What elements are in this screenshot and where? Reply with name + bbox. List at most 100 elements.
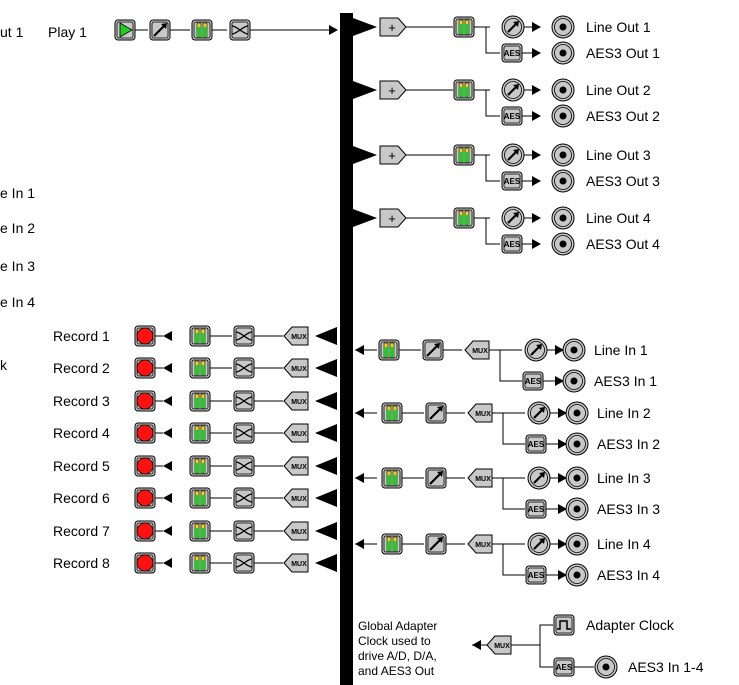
aes-port-icon[interactable]: AES [525, 565, 547, 585]
mux-icon[interactable]: MUX [486, 635, 512, 655]
mux-icon[interactable]: MUX [283, 521, 309, 541]
mux-icon[interactable]: MUX [464, 340, 490, 360]
aes-port-icon[interactable]: AES [501, 43, 523, 63]
play-icon[interactable] [114, 19, 136, 41]
mux-icon[interactable]: MUX [283, 423, 309, 443]
level-meter-icon[interactable] [189, 357, 211, 379]
record-icon[interactable] [134, 552, 156, 574]
level-meter-icon[interactable] [381, 402, 403, 424]
mux-icon[interactable]: MUX [467, 468, 493, 488]
mixer-plus-icon[interactable]: + [379, 145, 407, 165]
crossfade-icon[interactable] [233, 520, 255, 542]
level-meter-icon[interactable] [453, 144, 475, 166]
arrow-right-icon [532, 85, 541, 95]
mux-icon[interactable]: MUX [283, 456, 309, 476]
aes-port-icon[interactable]: AES [501, 106, 523, 126]
mux-icon[interactable]: MUX [467, 403, 493, 423]
audio-port-icon[interactable] [551, 143, 575, 167]
level-meter-icon[interactable] [453, 16, 475, 38]
crossfade-icon[interactable] [233, 390, 255, 412]
level-meter-icon[interactable] [189, 552, 211, 574]
aes-port-icon[interactable]: AES [501, 171, 523, 191]
mux-icon[interactable]: MUX [283, 488, 309, 508]
volume-knob-icon[interactable] [501, 15, 525, 39]
level-meter-icon[interactable] [453, 79, 475, 101]
volume-knob-icon[interactable] [425, 402, 447, 424]
level-meter-icon[interactable] [453, 207, 475, 229]
crossfade-icon[interactable] [233, 455, 255, 477]
audio-port-icon[interactable] [551, 169, 575, 193]
audio-port-icon[interactable] [551, 41, 575, 65]
arrow-right-icon [555, 345, 564, 355]
arrow-right-icon [532, 111, 541, 121]
audio-port-icon[interactable] [565, 401, 589, 425]
aes-port-icon[interactable]: AES [525, 499, 547, 519]
level-meter-icon[interactable] [378, 339, 400, 361]
record-icon[interactable] [134, 487, 156, 509]
volume-knob-icon[interactable] [524, 338, 548, 362]
audio-port-icon[interactable] [551, 78, 575, 102]
cut-label: e In 4 [0, 294, 35, 310]
arrow-right-icon [558, 504, 567, 514]
crossfade-icon[interactable] [233, 357, 255, 379]
mux-icon[interactable]: MUX [283, 553, 309, 573]
volume-knob-icon[interactable] [527, 401, 551, 425]
level-meter-icon[interactable] [189, 487, 211, 509]
audio-port-icon[interactable] [565, 563, 589, 587]
volume-knob-icon[interactable] [422, 339, 444, 361]
audio-port-icon[interactable] [562, 369, 586, 393]
aes-port-icon[interactable]: AES [525, 434, 547, 454]
volume-knob-icon[interactable] [425, 533, 447, 555]
volume-knob-icon[interactable] [149, 19, 171, 41]
audio-port-icon[interactable] [594, 655, 618, 679]
aes-port-icon[interactable]: AES [501, 234, 523, 254]
aes-port-icon[interactable]: AES [522, 371, 544, 391]
crossfade-icon[interactable] [233, 552, 255, 574]
clock-square-wave-icon[interactable] [553, 614, 575, 636]
audio-port-icon[interactable] [565, 466, 589, 490]
volume-knob-icon[interactable] [425, 467, 447, 489]
audio-port-icon[interactable] [551, 232, 575, 256]
level-meter-icon[interactable] [381, 533, 403, 555]
level-meter-icon[interactable] [189, 520, 211, 542]
mixer-plus-icon[interactable]: + [379, 80, 407, 100]
audio-port-icon[interactable] [551, 15, 575, 39]
record-icon[interactable] [134, 325, 156, 347]
record-icon[interactable] [134, 390, 156, 412]
volume-knob-icon[interactable] [501, 143, 525, 167]
volume-knob-icon[interactable] [527, 466, 551, 490]
volume-knob-icon[interactable] [501, 206, 525, 230]
crossfade-icon[interactable] [229, 19, 251, 41]
level-meter-icon[interactable] [191, 19, 213, 41]
line-out-label: Line Out 3 [586, 147, 651, 163]
level-meter-icon[interactable] [189, 455, 211, 477]
crossfade-icon[interactable] [233, 487, 255, 509]
level-meter-icon[interactable] [189, 422, 211, 444]
mixer-plus-icon[interactable]: + [379, 17, 407, 37]
record-icon[interactable] [134, 357, 156, 379]
crossfade-icon[interactable] [233, 422, 255, 444]
record-icon[interactable] [134, 455, 156, 477]
bus-arrow-icon [353, 146, 377, 164]
audio-port-icon[interactable] [565, 532, 589, 556]
audio-port-icon[interactable] [565, 497, 589, 521]
mux-icon[interactable]: MUX [467, 534, 493, 554]
crossfade-icon[interactable] [233, 325, 255, 347]
mux-icon[interactable]: MUX [283, 358, 309, 378]
audio-port-icon[interactable] [551, 206, 575, 230]
audio-port-icon[interactable] [565, 432, 589, 456]
audio-port-icon[interactable] [562, 338, 586, 362]
aes-port-icon[interactable]: AES [553, 657, 575, 677]
mixer-plus-icon[interactable]: + [379, 208, 407, 228]
volume-knob-icon[interactable] [527, 532, 551, 556]
mux-icon[interactable]: MUX [283, 326, 309, 346]
arrow-right-icon [555, 376, 564, 386]
level-meter-icon[interactable] [189, 325, 211, 347]
mux-icon[interactable]: MUX [283, 391, 309, 411]
level-meter-icon[interactable] [189, 390, 211, 412]
record-icon[interactable] [134, 422, 156, 444]
level-meter-icon[interactable] [381, 467, 403, 489]
audio-port-icon[interactable] [551, 104, 575, 128]
record-icon[interactable] [134, 520, 156, 542]
volume-knob-icon[interactable] [501, 78, 525, 102]
